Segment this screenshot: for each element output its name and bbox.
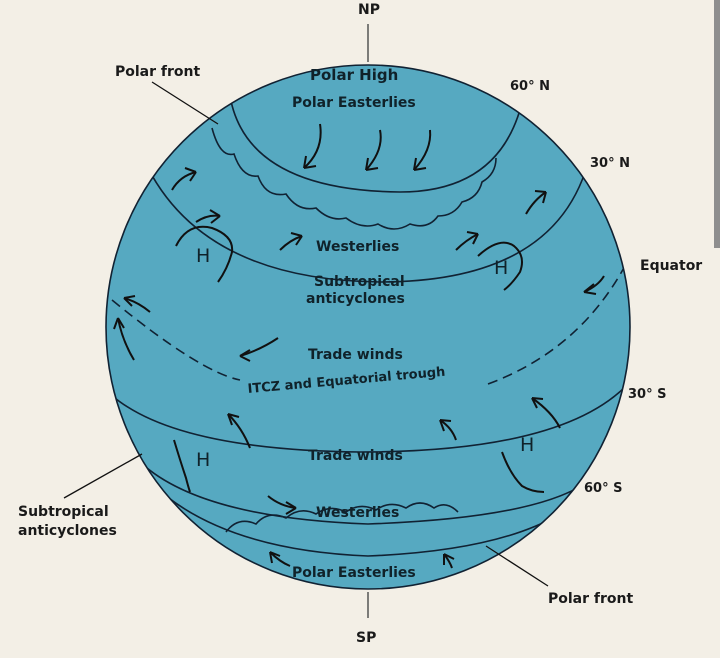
polar-front-scallops-south xyxy=(225,502,459,533)
subtropical-left-label-line1: Subtropical xyxy=(18,504,109,520)
h-marker-nw: H xyxy=(196,245,210,267)
polar-front-scallops-north xyxy=(211,127,497,230)
globe xyxy=(105,64,631,590)
subtropical-anticyclones-line1: Subtropical xyxy=(314,274,405,290)
polar-front-top-leader xyxy=(151,81,219,125)
westerlies-south-label: Westerlies xyxy=(316,505,399,521)
polar-easterlies-north-label: Polar Easterlies xyxy=(292,95,416,111)
lat-60s-label: 60° S xyxy=(584,481,622,496)
lat-60n-label: 60° N xyxy=(510,79,550,94)
south-pole-label: SP xyxy=(356,630,376,646)
trade-winds-south-label: Trade winds xyxy=(308,448,403,464)
polar-front-bottom-leader xyxy=(485,545,549,587)
h-loop-sw xyxy=(173,439,191,493)
subtropical-anticyclones-line2: anticyclones xyxy=(306,291,405,307)
h-marker-sw: H xyxy=(196,449,210,471)
subtropical-left-leader xyxy=(63,453,143,499)
lat-60s-line xyxy=(139,461,591,525)
h-marker-se: H xyxy=(520,434,534,456)
polar-front-top-label: Polar front xyxy=(115,64,200,80)
polar-cap-south-line xyxy=(149,481,581,557)
lat-30n-label: 30° N xyxy=(590,156,630,171)
h-marker-ne: H xyxy=(494,257,508,279)
polar-front-bottom-label: Polar front xyxy=(548,591,633,607)
lat-30n-line xyxy=(143,154,591,283)
h-loop-nw xyxy=(175,225,234,283)
westerlies-north-label: Westerlies xyxy=(316,239,399,255)
north-pole-label: NP xyxy=(358,2,380,18)
lat-30s-label: 30° S xyxy=(628,387,666,402)
subtropical-left-label-line2: anticyclones xyxy=(18,523,117,539)
scrollbar[interactable] xyxy=(714,0,720,248)
trade-winds-north-label: Trade winds xyxy=(308,347,403,363)
h-loop-ne xyxy=(477,241,523,291)
equator-label: Equator xyxy=(640,258,702,274)
h-loop-se xyxy=(501,451,545,493)
wind-arrows xyxy=(113,123,605,569)
polar-high-label: Polar High xyxy=(310,66,398,84)
itcz-dashed-line-right xyxy=(487,263,627,385)
lat-30s-line xyxy=(107,385,627,453)
polar-cap-north-line xyxy=(227,65,529,193)
polar-easterlies-south-label: Polar Easterlies xyxy=(292,565,416,581)
itcz-dashed-line xyxy=(111,299,241,381)
